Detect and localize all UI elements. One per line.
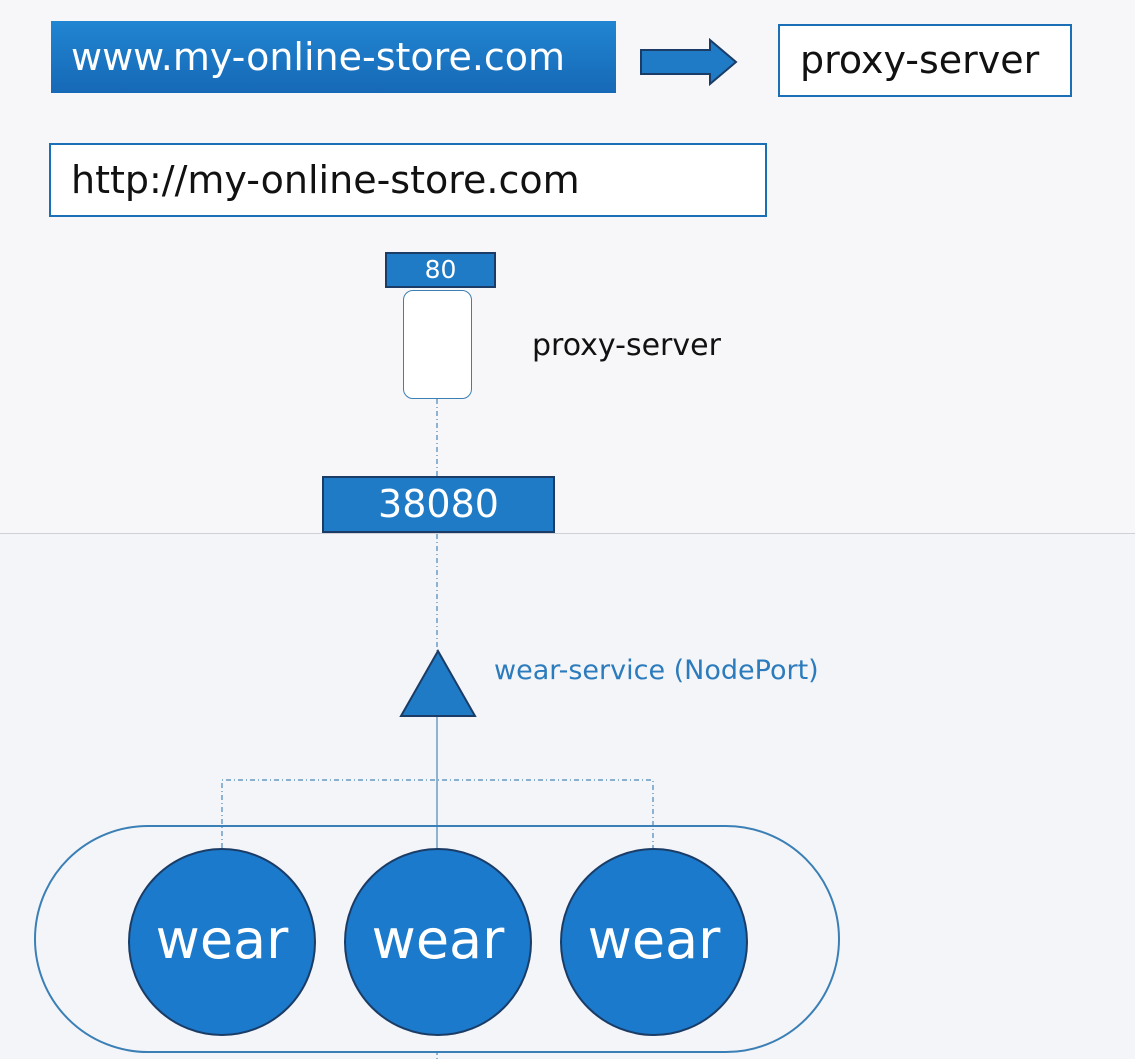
pods-group-capsule: [34, 825, 840, 1053]
node-port-38080: 38080: [322, 476, 555, 533]
service-triangle-icon: [399, 648, 477, 717]
wear-service-label: wear-service (NodePort): [494, 655, 819, 686]
right-arrow-icon: [640, 38, 738, 87]
http-url-box: http://my-online-store.com: [49, 143, 767, 217]
proxy-server-label: proxy-server: [532, 328, 721, 363]
wear-pod-1: wear: [128, 848, 316, 1036]
proxy-server-box: proxy-server: [778, 24, 1072, 97]
wear-pod-2: wear: [344, 848, 532, 1036]
section-divider: [0, 533, 1135, 534]
wear-pod-3: wear: [560, 848, 748, 1036]
url-banner: www.my-online-store.com: [51, 21, 616, 93]
pods-bracket-line: [221, 779, 654, 848]
proxy-server-pod: [403, 290, 472, 399]
proxy-port-80: 80: [385, 252, 496, 288]
